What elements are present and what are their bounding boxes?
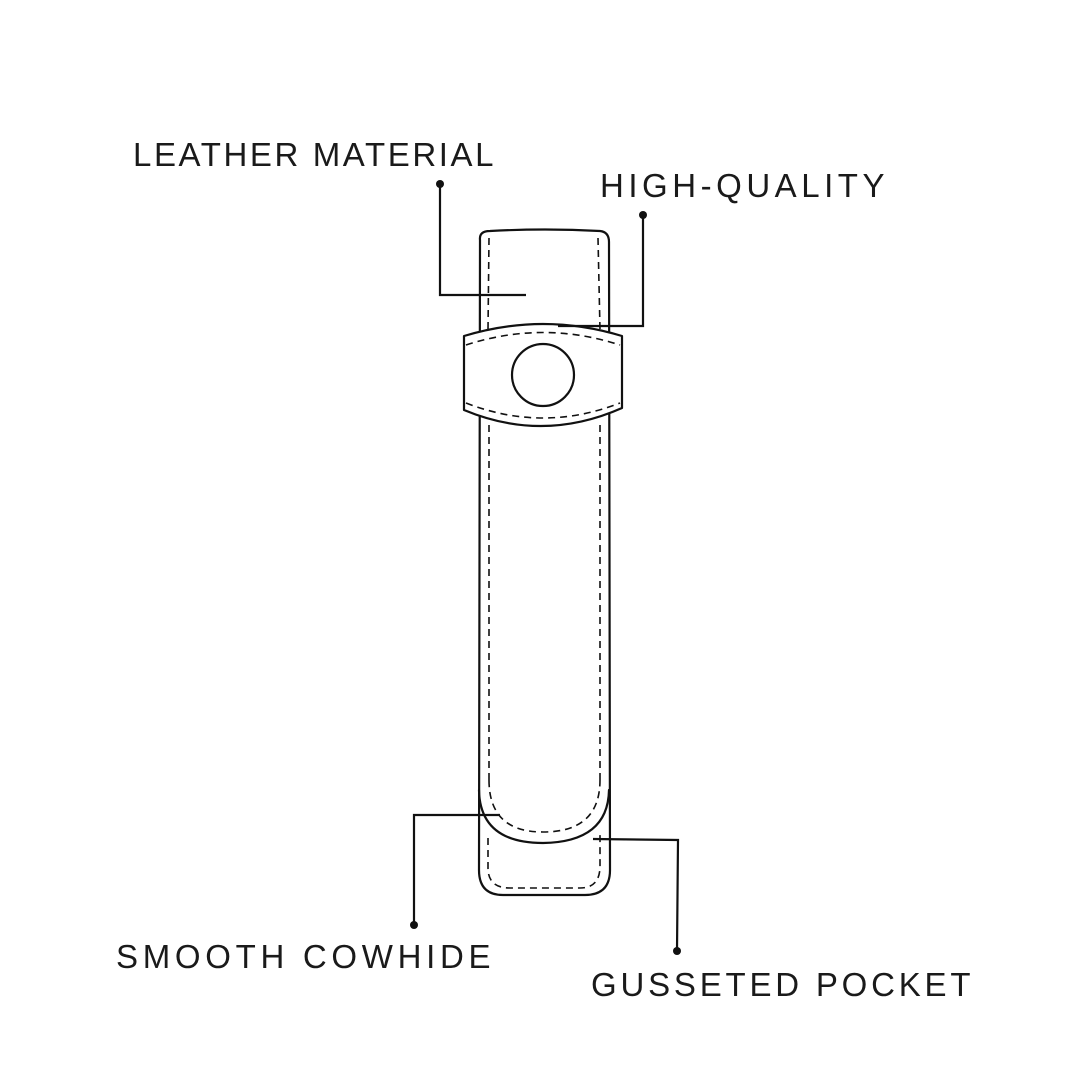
strap-flap-stitching-bottom [465, 402, 621, 419]
label-smooth-cowhide: SMOOTH COWHIDE [116, 938, 492, 975]
pen-case-illustration [462, 228, 624, 897]
pocket-stitching [487, 835, 601, 889]
pocket-flap-outline [477, 788, 611, 845]
leader-gusseted-pocket [592, 837, 681, 955]
label-leather-material: LEATHER MATERIAL [133, 136, 495, 173]
leader-high-quality [558, 211, 647, 328]
leader-smooth-cowhide [410, 813, 500, 929]
snap-button [510, 342, 576, 408]
leader-leather-material [436, 180, 526, 297]
case-body-stitching-right [597, 237, 601, 331]
label-gusseted-pocket: GUSSETED POCKET [591, 966, 972, 1003]
case-body-outline [477, 228, 612, 897]
strap-flap-stitching-top [465, 331, 621, 346]
pocket-flap-stitching [488, 779, 601, 833]
case-body-stitching-left [487, 237, 490, 331]
label-high-quality: HIGH-QUALITY [600, 167, 886, 204]
strap-flap [462, 322, 624, 428]
